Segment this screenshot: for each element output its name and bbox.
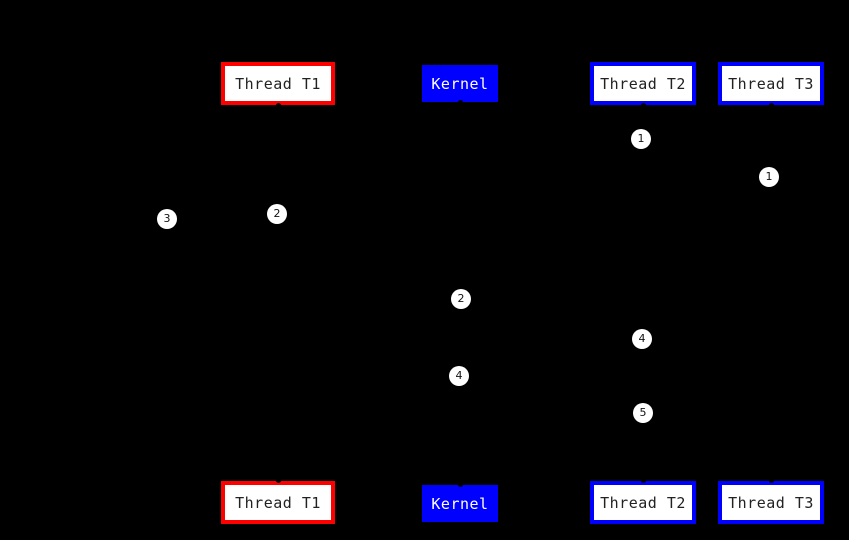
step-kernel-4: 4 xyxy=(449,366,469,386)
lifeline-anchor-t3b xyxy=(768,478,774,483)
msg-c xyxy=(277,376,460,378)
step-t1-3: 3 xyxy=(157,209,177,229)
participant-t1[interactable]: Thread T1 xyxy=(221,62,335,105)
lifeline-anchor-t1 xyxy=(275,103,281,108)
step-t2-4: 4 xyxy=(632,329,652,349)
participant-label: Kernel xyxy=(431,494,489,513)
lifeline-t2 xyxy=(642,105,644,481)
step-kernel-2: 2 xyxy=(451,289,471,309)
participant-t2[interactable]: Thread T2 xyxy=(590,62,696,105)
participant-t3b[interactable]: Thread T3 xyxy=(718,481,824,524)
participant-label: Thread T3 xyxy=(728,74,814,93)
participant-label: Kernel xyxy=(431,74,489,93)
participant-t3[interactable]: Thread T3 xyxy=(718,62,824,105)
lifeline-t3 xyxy=(769,105,771,481)
participant-label: Thread T1 xyxy=(235,493,321,512)
participant-label: Thread T3 xyxy=(728,493,814,512)
lifeline-anchor-t2b xyxy=(640,478,646,483)
participant-kernelb[interactable]: Kernel xyxy=(422,485,498,522)
step-t2-1: 1 xyxy=(631,129,651,149)
msg-a xyxy=(167,219,277,221)
participant-t1b[interactable]: Thread T1 xyxy=(221,481,335,524)
lifeline-anchor-t2 xyxy=(640,103,646,108)
msg-b xyxy=(277,299,460,301)
participant-label: Thread T2 xyxy=(600,493,686,512)
step-t2-5: 5 xyxy=(633,403,653,423)
participant-label: Thread T2 xyxy=(600,74,686,93)
lifeline-anchor-kernel xyxy=(457,100,463,105)
participant-label: Thread T1 xyxy=(235,74,321,93)
step-t1-2: 2 xyxy=(267,204,287,224)
step-t3-1: 1 xyxy=(759,167,779,187)
msg-d xyxy=(460,339,643,341)
msg-e xyxy=(643,177,770,179)
participant-kernel[interactable]: Kernel xyxy=(422,65,498,102)
lifeline-t1 xyxy=(276,105,278,481)
lifeline-anchor-t1b xyxy=(275,478,281,483)
lifeline-anchor-kernelb xyxy=(457,482,463,487)
lifeline-anchor-t3 xyxy=(768,103,774,108)
participant-t2b[interactable]: Thread T2 xyxy=(590,481,696,524)
